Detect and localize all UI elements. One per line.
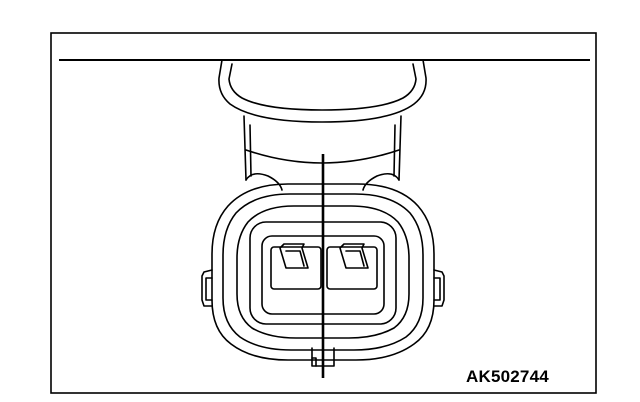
top-collar-inner	[228, 63, 417, 111]
terminal-left	[279, 243, 309, 269]
neck-left-inner	[249, 124, 252, 177]
right-shoulder	[362, 172, 400, 191]
bottom-key-step	[311, 357, 317, 367]
left-lock-tab	[201, 269, 213, 307]
neck-right-inner	[393, 124, 396, 177]
top-collar-outer	[218, 59, 427, 123]
diagram-border	[50, 32, 597, 394]
left-shoulder	[245, 172, 283, 191]
neck-left-edge	[243, 115, 247, 181]
terminal-block-right	[326, 246, 378, 290]
terminal-left-inner	[285, 250, 305, 267]
reference-code: AK502744	[466, 367, 549, 386]
left-lock-tab-inner	[205, 277, 213, 301]
terminal-right-inner	[345, 250, 365, 267]
neck-right-edge	[398, 115, 402, 181]
connector-body	[201, 59, 445, 367]
terminal-block-left	[270, 246, 322, 290]
right-lock-tab-inner	[433, 277, 441, 301]
housing-outer	[211, 183, 435, 361]
housing-contour-2	[222, 193, 424, 351]
right-lock-tab	[433, 269, 445, 307]
terminal-right	[339, 243, 369, 269]
housing-contour-3	[236, 205, 410, 339]
